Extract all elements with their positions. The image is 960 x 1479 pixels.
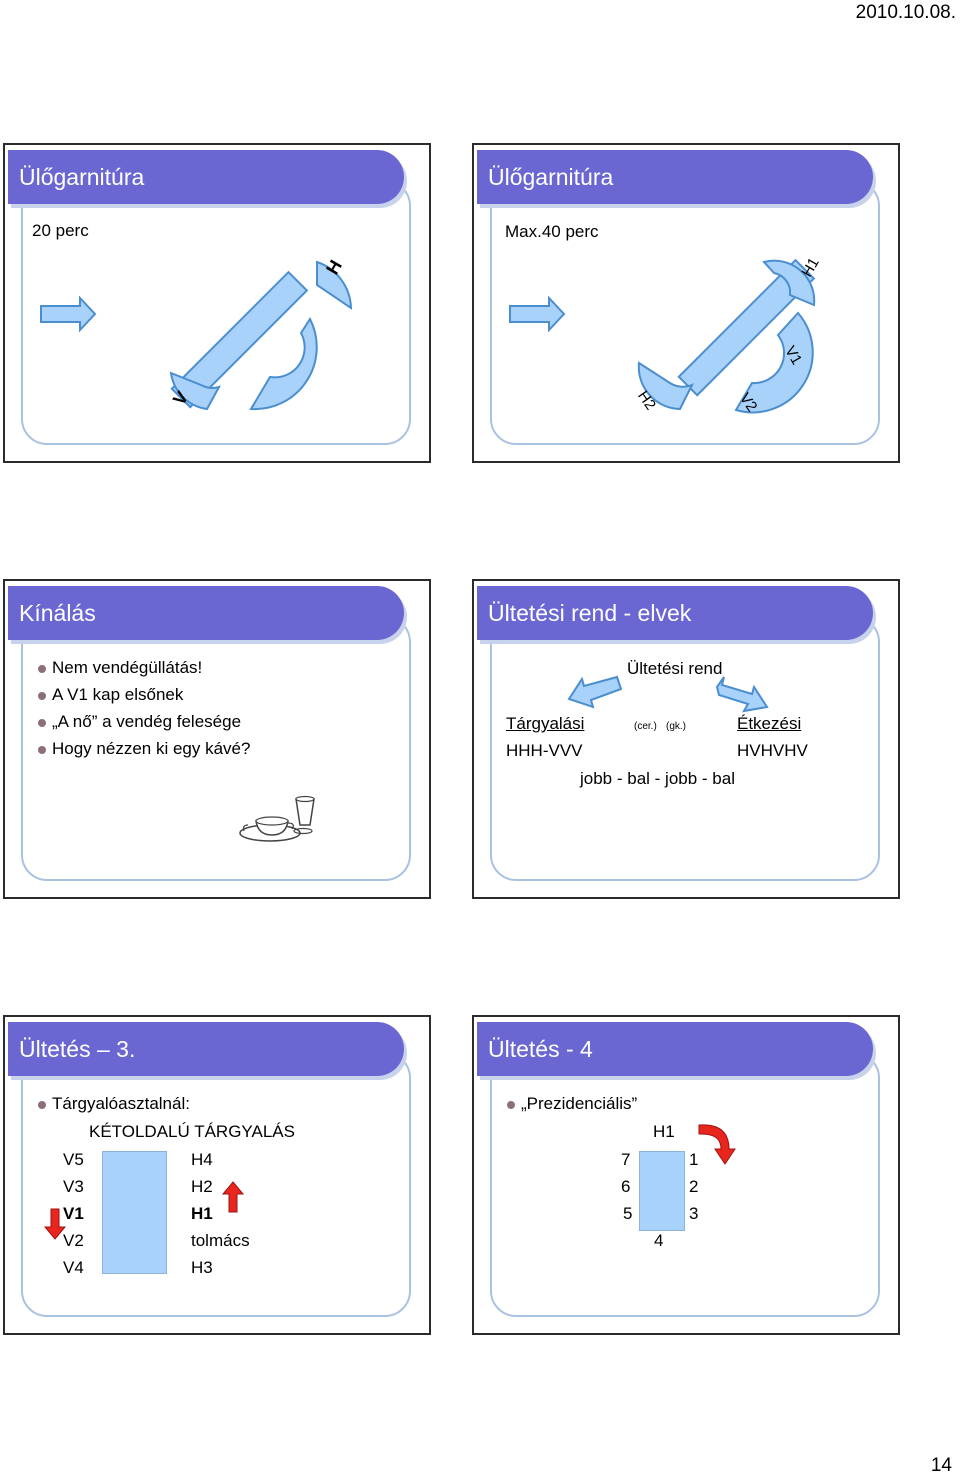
bullet-text: Tárgyalóasztalnál:: [52, 1094, 190, 1113]
slide-frame: [490, 1052, 880, 1317]
duration-text: 20 perc: [32, 221, 89, 240]
bullet-icon: [38, 692, 46, 700]
arrow-down-icon: [43, 1208, 67, 1240]
left-note: (cer.): [634, 721, 657, 732]
page-date: 2010.10.08.: [855, 2, 956, 23]
seat-bottom: 4: [654, 1231, 664, 1250]
page-number: 14: [930, 1455, 952, 1476]
seat-left: 5: [623, 1204, 633, 1223]
subtitle: KÉTOLDALÚ TÁRGYALÁS: [89, 1122, 295, 1141]
arrow-left-icon: [567, 675, 623, 709]
bullet-text: Nem vendégüllátás!: [52, 658, 203, 677]
sofa-h2-shape: [637, 361, 695, 411]
seat-left: V5: [63, 1150, 84, 1169]
seat-left: 7: [621, 1150, 631, 1169]
arrow-right-icon: [509, 295, 566, 333]
sofa-v-shape: [169, 371, 222, 411]
bullet-text: Hogy nézzen ki egy kávé?: [52, 739, 251, 758]
bullet-icon: [38, 719, 46, 727]
slide-ultetes-4: Ültetés - 4 „Prezidenciális” H1 7 6 5 1 …: [472, 1015, 900, 1335]
right-note: (gk.): [666, 721, 686, 732]
slide-title: Kínálás: [8, 586, 404, 640]
sofa-main-shape: [249, 316, 318, 411]
sofa-v1-v2-shape: [734, 311, 814, 414]
sofa-diagram: [40, 260, 353, 411]
seat-left: 6: [621, 1177, 631, 1196]
left-order: HHH-VVV: [506, 741, 583, 760]
right-order: HVHVHV: [737, 741, 808, 760]
slide-ultetesi-rend-elvek: Ültetési rend - elvek Ültetési rend Tárg…: [472, 579, 900, 899]
seat-left: V4: [63, 1258, 84, 1277]
sofa-diagram: [509, 258, 816, 414]
seat-top: H1: [653, 1122, 675, 1141]
slide-title: Ültetési rend - elvek: [477, 586, 873, 640]
bullet-icon: [38, 665, 46, 673]
seat-right: 2: [689, 1177, 699, 1196]
seat-left: V2: [63, 1231, 84, 1250]
bullet-text: „A nő” a vendég felesége: [52, 712, 242, 731]
sofa-h1-shape: [762, 259, 816, 307]
seat-right: 1: [689, 1150, 699, 1169]
slide-title: Ültetés – 3.: [8, 1022, 404, 1076]
slide-title: Ülőgarnitúra: [477, 150, 873, 204]
curved-arrow-icon: [698, 1124, 736, 1165]
bullet-icon: [38, 746, 46, 754]
slide-ulogarnitura-1: Ülőgarnitúra 20 perc H V: [3, 143, 431, 463]
seating-heading: Ültetési rend: [627, 659, 723, 678]
slide-ulogarnitura-2: Ülőgarnitúra Max.40 perc H1 V1 H2 V2: [472, 143, 900, 463]
slide-title: Ültetés - 4: [477, 1022, 873, 1076]
seat-right: tolmács: [191, 1231, 250, 1250]
seat-right: 3: [689, 1204, 699, 1223]
split-arrows: [567, 675, 769, 713]
seat-right: H3: [191, 1258, 213, 1277]
seat-right-head: H1: [191, 1204, 213, 1223]
right-label: Étkezési: [737, 714, 802, 733]
left-label: Tárgyalási: [506, 714, 585, 733]
negotiation-table: [102, 1151, 167, 1274]
arrow-right-icon: [40, 295, 97, 333]
slide-ultetes-3: Ültetés – 3. Tárgyalóasztalnál: KÉTOLDAL…: [3, 1015, 431, 1335]
slide-kinalas: Kínálás Nem vendégüllátás! A V1 kap első…: [3, 579, 431, 899]
bullet-icon: [507, 1101, 515, 1109]
presidential-table: [639, 1151, 685, 1231]
bullet-text: „Prezidenciális”: [521, 1094, 638, 1113]
pattern-text: jobb - bal - jobb - bal: [580, 769, 735, 788]
arrow-up-icon: [221, 1181, 245, 1213]
duration-text: Max.40 perc: [505, 222, 599, 241]
coffee-table-shape: [170, 270, 309, 409]
sofa-h-shape: [316, 260, 353, 310]
bullet-text: A V1 kap elsőnek: [52, 685, 184, 704]
seat-left-head: V1: [63, 1204, 84, 1223]
bullet-icon: [38, 1101, 46, 1109]
seat-right: H4: [191, 1150, 213, 1169]
coffee-cup-icon: [239, 795, 315, 842]
seat-right: H2: [191, 1177, 213, 1196]
arrow-right-icon: [715, 676, 769, 713]
slide-title: Ülőgarnitúra: [8, 150, 404, 204]
seat-left: V3: [63, 1177, 84, 1196]
